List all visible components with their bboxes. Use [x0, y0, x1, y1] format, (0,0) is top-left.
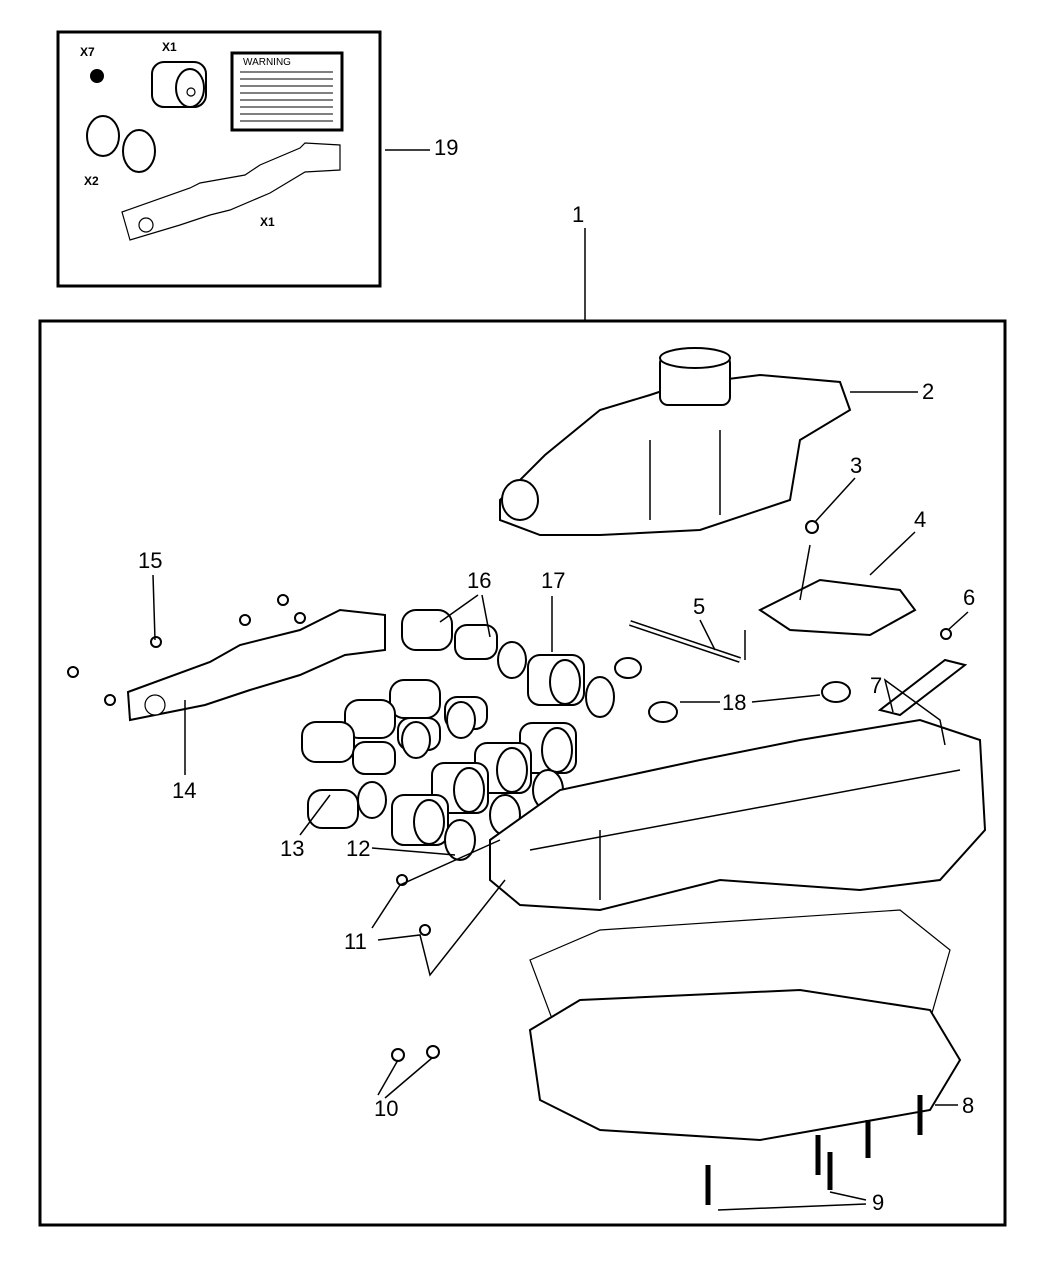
solenoid-icon	[151, 61, 207, 108]
nut-part-11	[419, 924, 431, 936]
manual-valve-part-5	[629, 620, 746, 663]
callout-12: 12	[346, 836, 370, 861]
seal-part-10	[391, 1048, 405, 1062]
gasket-part-14	[126, 608, 386, 722]
svg-text:WARNING: WARNING	[243, 57, 291, 68]
plug-part-18	[614, 657, 642, 679]
callout-15: 15	[138, 548, 162, 573]
qty-gasket: X1	[260, 215, 275, 229]
callout-9: 9	[872, 1190, 884, 1215]
callout-7: 7	[870, 673, 882, 698]
seal-part-10	[426, 1045, 440, 1059]
solenoid-module-part	[499, 347, 852, 536]
callout-8: 8	[962, 1093, 974, 1118]
callout-6: 6	[963, 585, 975, 610]
plug-icon	[90, 69, 104, 83]
plug-part-18	[648, 701, 678, 723]
callout-13: 13	[280, 836, 304, 861]
callout-1: 1	[572, 202, 584, 227]
callout-17: 17	[541, 568, 565, 593]
callout-4: 4	[914, 507, 926, 532]
kit-inset: X7 X1 X2 X1 WARNING	[56, 30, 382, 288]
qty-plug: X7	[80, 45, 95, 59]
callout-5: 5	[693, 594, 705, 619]
leader-lines	[152, 149, 969, 1211]
callout-14: 14	[172, 778, 196, 803]
callout-2: 2	[922, 379, 934, 404]
warning-label: WARNING	[230, 51, 344, 132]
callout-11: 11	[344, 929, 367, 954]
gasket-icon	[121, 142, 341, 241]
callout-18: 18	[722, 690, 746, 715]
bolt-part-3	[805, 520, 819, 534]
valve-body-upper	[489, 718, 987, 912]
assembly-frame	[38, 319, 1007, 1227]
seal-ring-icon	[122, 129, 156, 173]
plug-part-18	[821, 681, 851, 703]
callout-19: 19	[434, 135, 458, 160]
callout-16: 16	[467, 568, 491, 593]
bolt-part-15	[67, 594, 306, 706]
bracket-part-4	[758, 578, 917, 637]
bolt-parts-8-9	[705, 1095, 923, 1205]
seal-ring-icon	[86, 115, 120, 157]
qty-seals: X2	[84, 174, 99, 188]
bolt-part-6	[940, 628, 952, 640]
plate-part-7	[877, 658, 968, 717]
solenoid-parts	[357, 641, 615, 861]
qty-solenoid: X1	[162, 40, 177, 54]
valve-body-lower	[528, 988, 962, 1142]
callout-10: 10	[374, 1096, 398, 1121]
callout-3: 3	[850, 453, 862, 478]
